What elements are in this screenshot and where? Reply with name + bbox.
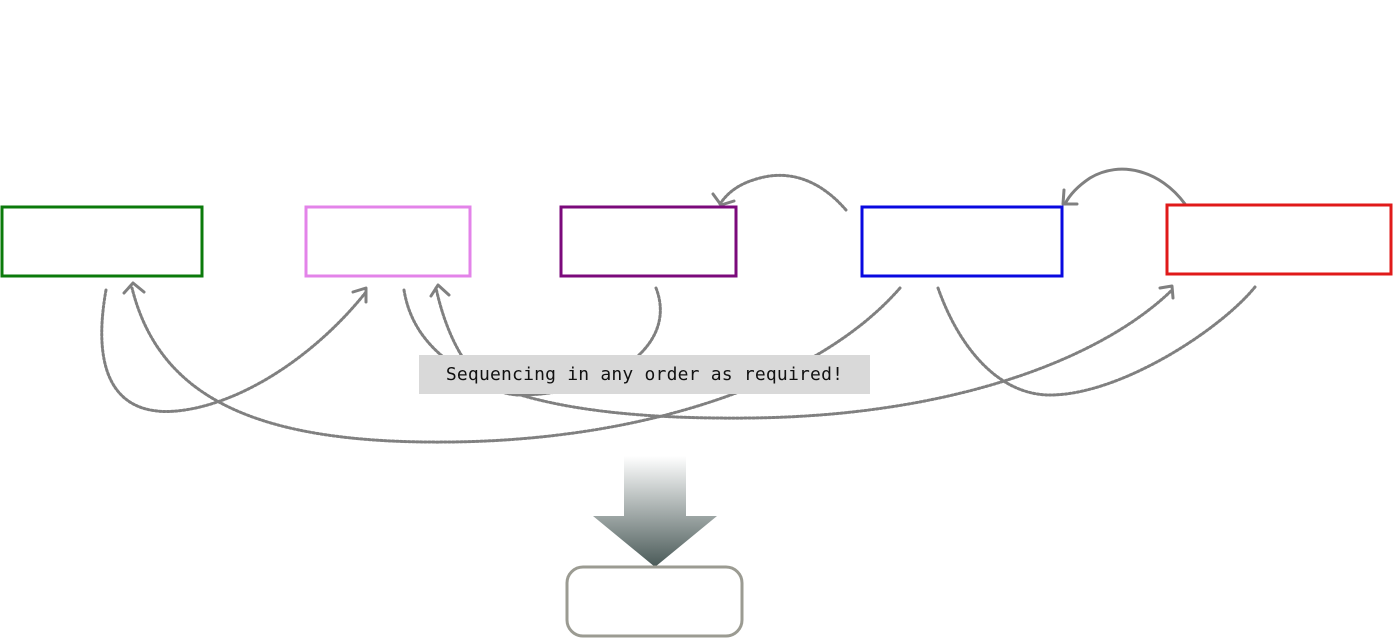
arrowhead-purple xyxy=(711,192,736,207)
arrowhead-up-pink-left xyxy=(429,283,451,298)
process-box-purple[interactable] xyxy=(559,205,738,278)
sequencing-caption: Sequencing in any order as required! xyxy=(419,355,870,394)
arrowhead-up-pink-right xyxy=(351,286,368,304)
arrowhead-up-red xyxy=(1158,284,1175,300)
connector-blue-to-purple xyxy=(718,173,848,212)
down-arrow xyxy=(593,456,717,567)
arrowheads xyxy=(122,188,1175,304)
process-box-green[interactable] xyxy=(0,205,204,278)
connector-red-to-blue xyxy=(1063,167,1187,206)
process-box-blue[interactable] xyxy=(860,205,1064,278)
arrowhead-up-green xyxy=(122,281,146,295)
process-nodes xyxy=(0,203,1393,278)
connector-blue-to-red xyxy=(936,285,1257,397)
arrowhead-blue xyxy=(1061,188,1079,206)
result-box[interactable] xyxy=(565,565,744,638)
connector-purple-to-pink xyxy=(434,286,662,397)
connector-green-to-pink xyxy=(100,288,368,413)
process-box-red[interactable] xyxy=(1165,203,1393,276)
process-box-pink[interactable] xyxy=(304,205,472,278)
